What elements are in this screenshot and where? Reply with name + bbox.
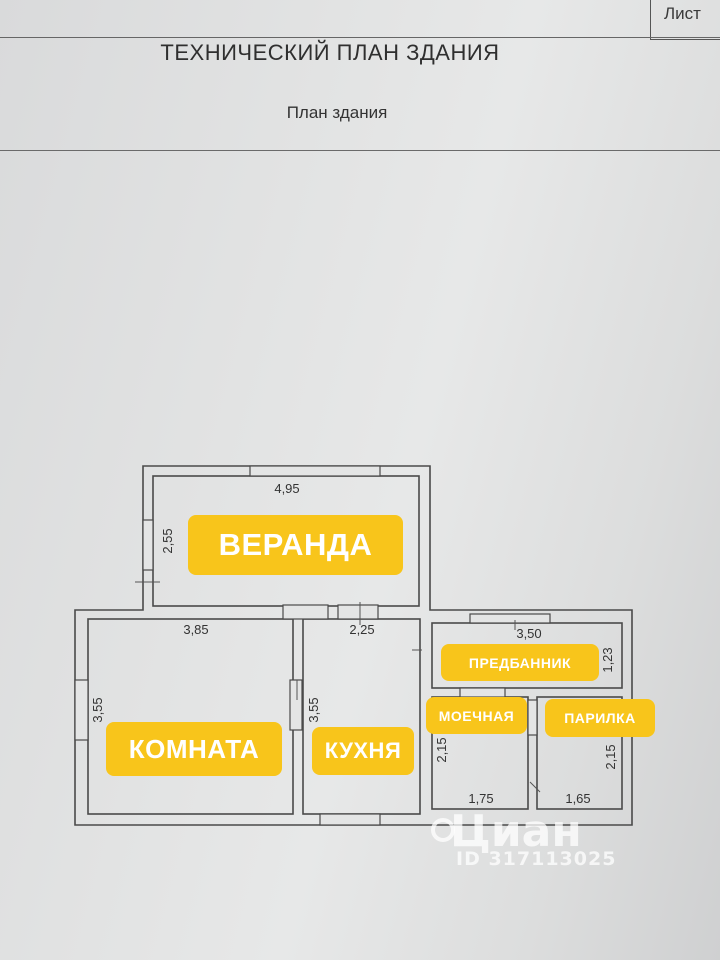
room-label-predbannik: ПРЕДБАННИК	[441, 644, 599, 681]
door	[527, 699, 538, 736]
room-wall	[87, 618, 294, 815]
room-label-veranda: ВЕРАНДА	[188, 515, 403, 575]
plan-subtitle: План здания	[286, 103, 388, 122]
title-rule	[0, 37, 720, 38]
window	[249, 465, 381, 477]
room-label-komnata: КОМНАТА	[106, 722, 282, 776]
dim-kitchen-depth: 3,55	[306, 697, 321, 722]
dim-room-width: 3,85	[183, 622, 208, 637]
watermark-logo: Циан	[450, 806, 582, 857]
door	[289, 679, 303, 731]
watermark-id: ID 317113025	[456, 848, 617, 870]
dim-parilka-depth: 2,15	[603, 744, 618, 769]
dim-predbannik-width: 3,50	[516, 626, 541, 641]
dim-veranda-width: 4,95	[274, 481, 299, 496]
window	[142, 519, 154, 571]
room-label-parilka: ПАРИЛКА	[545, 699, 655, 737]
sheet-box	[650, 0, 720, 40]
outer-wall	[74, 465, 633, 826]
header-rule	[0, 150, 720, 151]
dim-kitchen-width: 2,25	[349, 622, 374, 637]
door	[337, 604, 379, 620]
window	[74, 679, 89, 741]
parilka-wall	[536, 696, 623, 810]
dim-veranda-depth: 2,55	[160, 528, 175, 553]
window	[469, 613, 551, 624]
window	[319, 813, 381, 826]
door	[459, 687, 506, 698]
dim-parilka-width: 1,65	[565, 791, 590, 806]
dim-predbannik-depth: 1,23	[600, 647, 615, 672]
document-title: ТЕХНИЧЕСКИЙ ПЛАН ЗДАНИЯ	[160, 40, 500, 65]
dim-moechnaya-depth: 2,15	[434, 737, 449, 762]
dim-moechnaya-width: 1,75	[468, 791, 493, 806]
sheet-label: Лист	[664, 4, 701, 23]
door	[282, 604, 329, 620]
room-label-kukhnya: КУХНЯ	[312, 727, 414, 775]
dim-room-depth: 3,55	[90, 697, 105, 722]
watermark-logo-icon	[431, 818, 455, 842]
room-label-moechnaya: МОЕЧНАЯ	[426, 697, 527, 734]
